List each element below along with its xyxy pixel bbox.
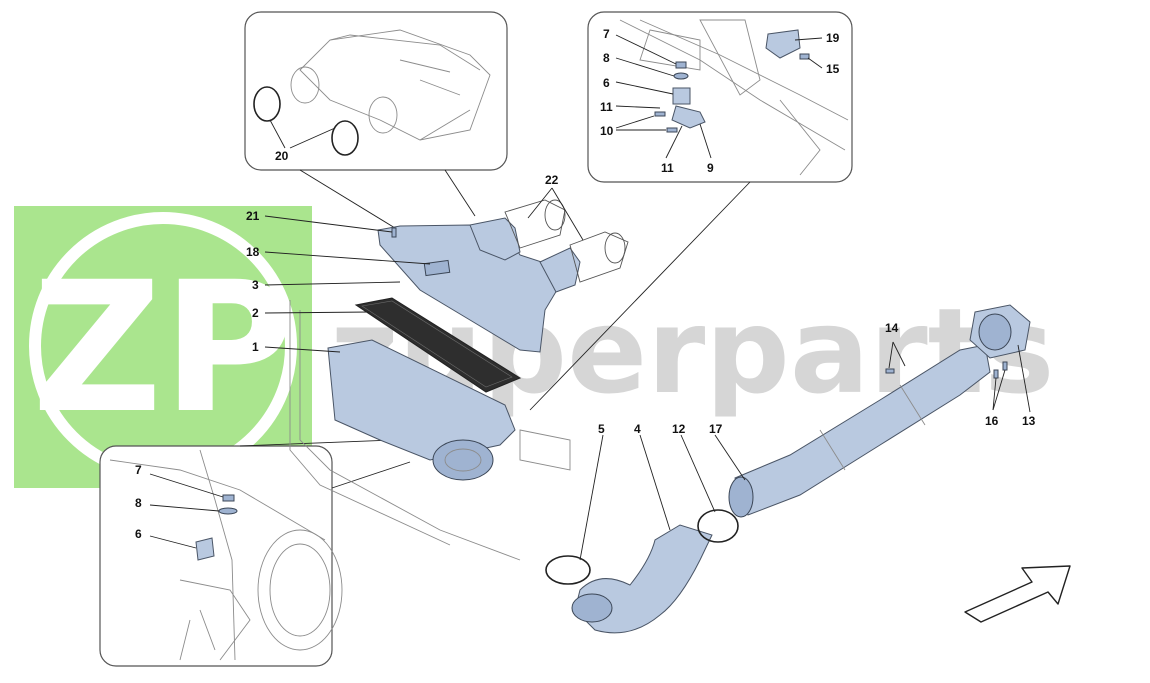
inset-callout-8: 8 (135, 496, 142, 510)
watermark-logo-background (14, 206, 312, 488)
air-filter-element (354, 297, 522, 393)
inset-airbox-detail: 20 (244, 11, 508, 229)
bolt-10-b (666, 127, 678, 133)
seal-ring-right (331, 120, 359, 156)
callout-8: 8 (603, 51, 610, 65)
callout-3: 3 (252, 278, 259, 292)
inset-frame-top-left (244, 11, 508, 171)
screw-14 (885, 368, 895, 374)
hose-clamp-12 (697, 509, 739, 543)
callout-15: 15 (826, 62, 840, 76)
bracket-lower (671, 105, 706, 129)
intake-duct-upper (469, 217, 521, 261)
intake-duct-assembly (545, 304, 1031, 634)
inset-callout-6: 6 (135, 527, 142, 541)
callout-18: 18 (246, 245, 260, 259)
throttle-flange-lower (569, 231, 629, 283)
bracket-upper (765, 29, 801, 59)
inset-frame-bottom-left (99, 445, 333, 667)
nut (675, 61, 687, 69)
bolt-15 (799, 53, 810, 60)
arrow-up-right-icon (964, 565, 1071, 623)
callout-6: 6 (603, 76, 610, 90)
callout-4: 4 (634, 422, 641, 436)
callout-14: 14 (885, 321, 899, 335)
bolt-21 (391, 227, 397, 238)
callout-12: 12 (672, 422, 686, 436)
nut-lower-inset (222, 494, 235, 502)
callout-19: 19 (826, 31, 840, 45)
callout-21: 21 (246, 209, 260, 223)
air-box-outlet (432, 439, 494, 481)
callout-9: 9 (707, 161, 714, 175)
inset-callout-7: 7 (135, 463, 142, 477)
callout-5: 5 (598, 422, 605, 436)
callout-10: 10 (600, 124, 614, 138)
hose-clamp-5 (545, 555, 591, 585)
washer (673, 72, 689, 80)
screw-16a (993, 369, 999, 379)
callout-11-upper: 11 (600, 100, 613, 114)
washer-lower-inset (218, 507, 238, 515)
screw-16b (1002, 361, 1008, 371)
inset-mount-detail: 7 8 6 11 10 11 9 19 15 (529, 11, 853, 411)
callout-22: 22 (545, 173, 559, 187)
callout-20: 20 (275, 149, 289, 163)
throttle-flange-upper (504, 199, 566, 249)
inset-lower-mount-detail: 7 8 6 (99, 439, 411, 667)
watermark-logo-text: ZP (32, 244, 294, 453)
air-box-assembly (289, 199, 629, 561)
air-box-lower-housing (327, 339, 516, 461)
callout-13: 13 (1022, 414, 1036, 428)
callout-16: 16 (985, 414, 999, 428)
callout-11-lower: 11 (661, 161, 674, 175)
rubber-mount-lower-inset (195, 537, 215, 561)
duct-leaders (579, 341, 1031, 561)
callout-17: 17 (709, 422, 723, 436)
callout-1: 1 (252, 340, 259, 354)
inset-frame-top-right (587, 11, 853, 183)
seal-ring-left (253, 86, 281, 122)
intake-long-duct (734, 344, 991, 516)
label-18 (423, 259, 451, 277)
main-callouts: 21 18 3 2 1 22 5 4 12 17 14 16 13 (246, 173, 1036, 436)
callout-2: 2 (252, 306, 259, 320)
callout-7: 7 (603, 27, 610, 41)
bolt-10-a (654, 111, 666, 117)
main-leaders (264, 187, 584, 353)
rubber-mount (672, 87, 691, 105)
